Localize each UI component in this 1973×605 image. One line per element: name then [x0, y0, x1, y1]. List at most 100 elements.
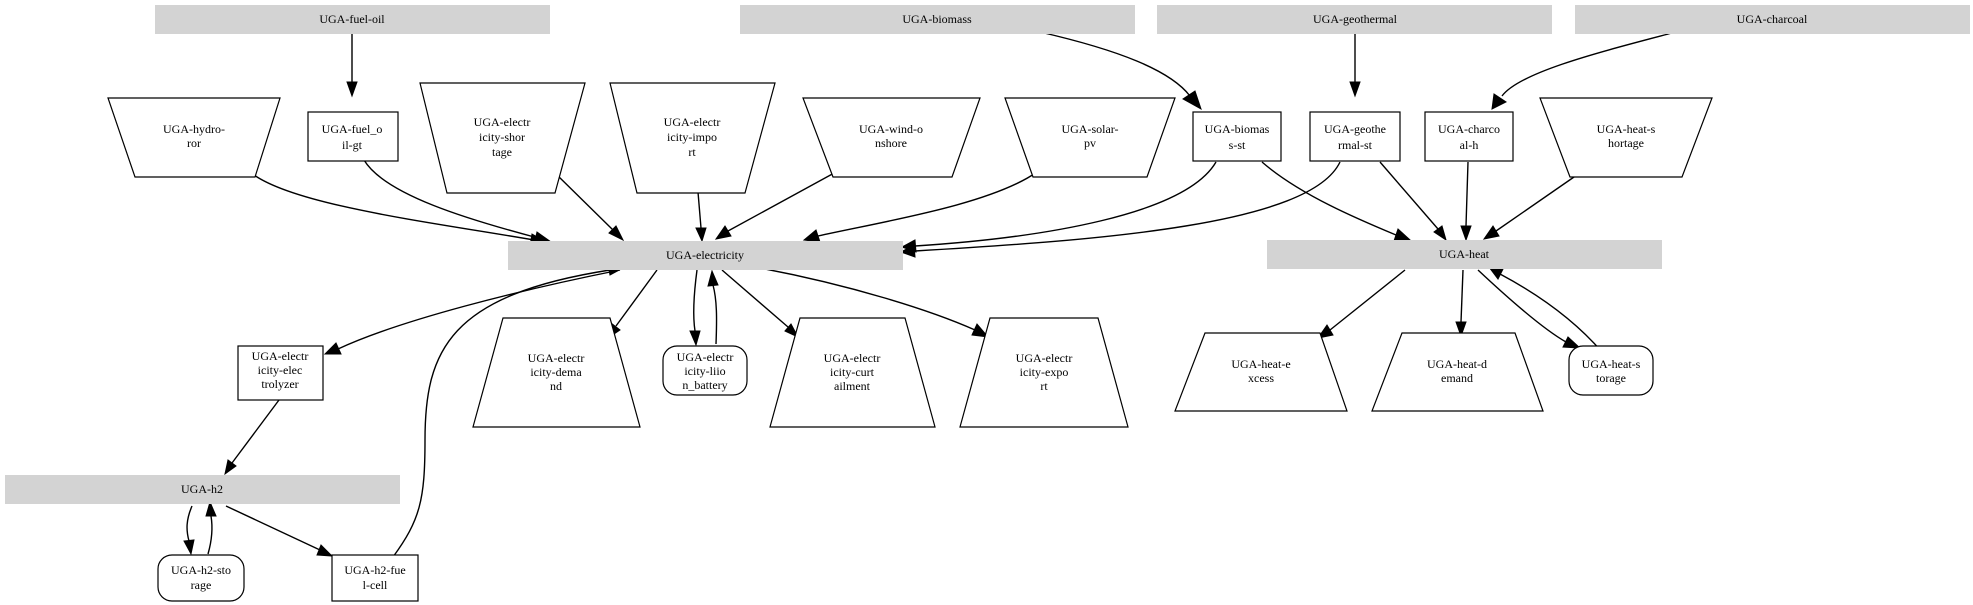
edge-battery-to-electricity	[707, 269, 719, 345]
node-label: s-st	[1229, 138, 1246, 152]
node-wind-onshore[interactable]: UGA-wind-o nshore	[802, 97, 981, 178]
node-charcoal-h[interactable]: UGA-charco al-h	[1424, 111, 1514, 162]
node-h2-storage[interactable]: UGA-h2-sto rage	[157, 554, 245, 602]
edge-biomass-st-to-heat	[1261, 161, 1412, 242]
node-electricity-curtailment[interactable]: UGA-electr icity-curt ailment	[769, 317, 936, 428]
node-label: rage	[191, 578, 212, 592]
node-label: nshore	[875, 136, 907, 150]
node-label: UGA-h2-fue	[344, 563, 405, 577]
edge-h2-to-h2-storage	[183, 505, 195, 556]
edge-import-to-electricity	[695, 191, 707, 243]
node-label: l-cell	[363, 578, 388, 592]
node-label: UGA-geothermal	[1313, 12, 1398, 26]
node-label: UGA-heat-d	[1427, 357, 1487, 371]
edge-geothermal-st-to-electricity	[899, 161, 1341, 258]
node-label: UGA-biomass	[902, 12, 972, 26]
node-label: UGA-charco	[1438, 122, 1500, 136]
node-electrolyzer[interactable]: UGA-electr icity-elec trolyzer	[237, 345, 324, 401]
node-label: icity-expo	[1020, 365, 1069, 379]
node-label: pv	[1084, 136, 1096, 150]
edge-geothermal-to-geothermal-st	[1349, 33, 1361, 98]
node-label: icity-curt	[830, 365, 875, 379]
node-label: emand	[1441, 371, 1473, 385]
edge-geothermal-st-to-heat	[1379, 161, 1447, 242]
node-label: UGA-heat	[1439, 247, 1490, 261]
node-label: UGA-heat-s	[1582, 357, 1641, 371]
node-label: rt	[1040, 379, 1048, 393]
node-label: icity-shor	[479, 130, 525, 144]
node-label: UGA-wind-o	[859, 122, 923, 136]
edge-electricity-to-demand	[607, 269, 658, 340]
edge-h2-storage-to-h2	[205, 500, 217, 555]
edge-electrolyzer-to-h2	[224, 399, 280, 476]
node-electricity-bus[interactable]: UGA-electricity	[508, 241, 903, 270]
node-label: UGA-electr	[664, 115, 721, 129]
node-label: icity-dema	[530, 365, 582, 379]
edge-fuel-oil-to-fuel-oil-gt	[346, 33, 358, 98]
node-label: UGA-electr	[252, 349, 309, 363]
node-heat-excess[interactable]: UGA-heat-e xcess	[1174, 332, 1348, 412]
node-label: UGA-electr	[528, 351, 585, 365]
node-label: nd	[550, 379, 562, 393]
node-biomass-bus[interactable]: UGA-biomass	[740, 5, 1135, 34]
node-heat-bus[interactable]: UGA-heat	[1267, 240, 1662, 269]
node-charcoal-bus[interactable]: UGA-charcoal	[1575, 5, 1970, 34]
edge-heat-to-storage	[1477, 269, 1582, 349]
edge-electricity-to-electrolyzer	[323, 269, 621, 355]
edge-electricity-to-curtailment	[721, 269, 800, 339]
node-label: ror	[187, 136, 201, 150]
node-label: al-h	[1460, 138, 1479, 152]
node-geothermal-st[interactable]: UGA-geothe rmal-st	[1309, 111, 1401, 162]
edge-heat-to-excess	[1316, 269, 1406, 339]
edge-biomass-to-biomass-st	[1039, 31, 1202, 111]
node-heat-demand[interactable]: UGA-heat-d emand	[1371, 332, 1544, 412]
edge-h2-to-fuel-cell	[225, 505, 334, 557]
node-electricity-shortage[interactable]: UGA-electr icity-shor tage	[419, 82, 586, 194]
node-label: UGA-hydro-	[163, 122, 225, 136]
edge-heat-to-demand	[1455, 269, 1467, 338]
edge-heat-shortage-to-heat	[1482, 176, 1575, 240]
node-electricity-export[interactable]: UGA-electr icity-expo rt	[959, 317, 1129, 428]
node-label: UGA-electr	[474, 115, 531, 129]
edge-wind-to-electricity	[714, 171, 837, 240]
node-label: icity-liio	[684, 364, 725, 378]
node-biomass-st[interactable]: UGA-biomas s-st	[1192, 111, 1282, 162]
node-electricity-demand[interactable]: UGA-electr icity-dema nd	[472, 317, 641, 428]
node-label: UGA-electr	[1016, 351, 1073, 365]
node-solar-pv[interactable]: UGA-solar- pv	[1004, 97, 1176, 178]
node-label: UGA-biomas	[1205, 122, 1270, 136]
edge-solar-to-electricity	[802, 171, 1038, 243]
nodes: UGA-fuel-oil UGA-biomass UGA-geothermal …	[5, 5, 1970, 602]
node-label: rt	[688, 145, 696, 159]
node-h2-fuel-cell[interactable]: UGA-h2-fue l-cell	[331, 554, 419, 602]
node-geothermal-bus[interactable]: UGA-geothermal	[1157, 5, 1552, 34]
node-label: icity-elec	[258, 363, 303, 377]
node-label: UGA-electr	[677, 350, 734, 364]
edge-charcoal-to-charcoal-h	[1491, 32, 1673, 110]
node-label: UGA-heat-e	[1231, 357, 1290, 371]
node-label: UGA-geothe	[1324, 122, 1386, 136]
node-fuel-oil-bus[interactable]: UGA-fuel-oil	[155, 5, 550, 34]
node-heat-storage[interactable]: UGA-heat-s torage	[1568, 345, 1654, 396]
node-heat-shortage[interactable]: UGA-heat-s hortage	[1539, 97, 1713, 178]
node-h2-bus[interactable]: UGA-h2	[5, 475, 400, 504]
node-electricity-import[interactable]: UGA-electr icity-impo rt	[609, 82, 776, 194]
node-label: UGA-charcoal	[1737, 12, 1808, 26]
node-label: rmal-st	[1338, 138, 1373, 152]
node-label: tage	[492, 145, 512, 159]
node-label: trolyzer	[261, 377, 298, 391]
node-fuel-oil-gt[interactable]: UGA-fuel_o il-gt	[307, 111, 399, 162]
node-label: UGA-h2	[181, 482, 223, 496]
node-hydro-ror[interactable]: UGA-hydro- ror	[107, 97, 281, 178]
node-label: n_battery	[682, 378, 727, 392]
node-label: UGA-fuel_o	[322, 122, 383, 136]
node-label: torage	[1596, 371, 1626, 385]
node-label: UGA-electr	[824, 351, 881, 365]
edge-shortage-to-electricity	[554, 172, 625, 242]
node-label: ailment	[834, 379, 871, 393]
node-label: hortage	[1608, 136, 1644, 150]
node-label: il-gt	[342, 138, 363, 152]
node-liion-battery[interactable]: UGA-electr icity-liio n_battery	[662, 345, 748, 396]
node-label: UGA-electricity	[666, 248, 744, 262]
